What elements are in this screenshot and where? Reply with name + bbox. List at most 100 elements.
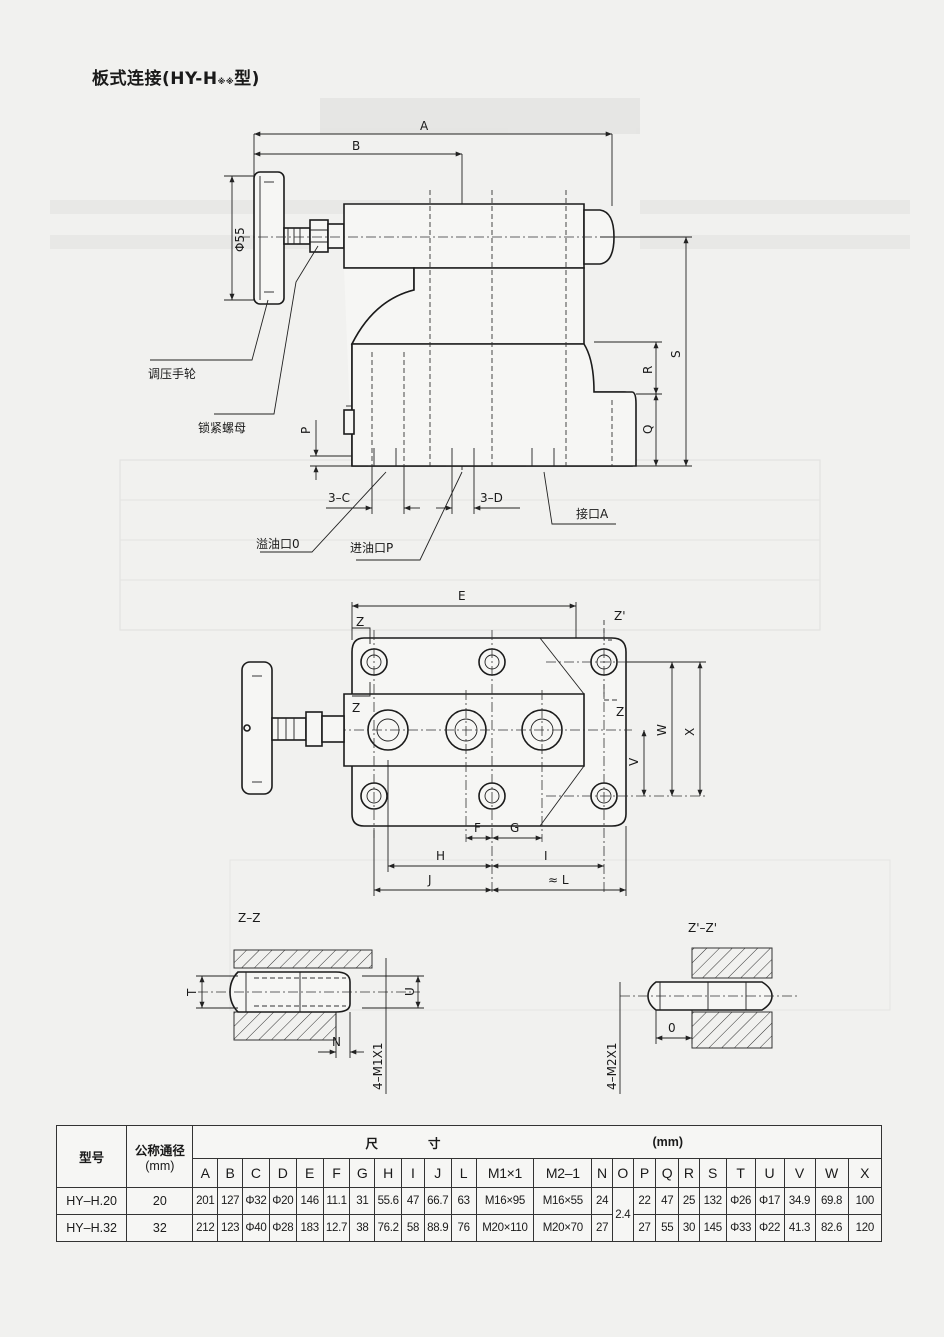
letter-cell: M1×1 xyxy=(475,1158,535,1188)
value-cell: 76.2 xyxy=(374,1214,403,1242)
value-cell: M20×70 xyxy=(533,1214,593,1242)
value-cell: 132 xyxy=(698,1187,727,1215)
value-cell: M20×110 xyxy=(475,1214,535,1242)
dim-l-label: ≈ L xyxy=(548,873,569,887)
bleed-through-shadow xyxy=(50,98,910,1011)
dim-r-label: R xyxy=(641,366,655,374)
mounting-holes xyxy=(360,648,618,810)
inlet-port-label: 进油口P xyxy=(350,541,393,555)
value-cell: 146 xyxy=(295,1187,324,1215)
lock-nut-shape xyxy=(309,219,329,253)
col-nominal-header: 公称通径(mm) xyxy=(126,1125,194,1188)
dim-3d-label: 3–D xyxy=(480,491,503,505)
nominal-cell: 20 xyxy=(126,1187,194,1215)
value-cell: 66.7 xyxy=(423,1187,452,1215)
col-dimension-header: 尺 寸 xyxy=(192,1125,613,1159)
value-cell: 145 xyxy=(698,1214,727,1242)
letter-cell: H xyxy=(374,1158,403,1188)
value-cell: 183 xyxy=(295,1214,324,1242)
value-cell: 30 xyxy=(678,1214,700,1242)
dim-3c-label: 3–C xyxy=(328,491,350,505)
value-cell: Φ33 xyxy=(725,1214,756,1242)
value-cell: 55.6 xyxy=(374,1187,403,1215)
value-cell: 82.6 xyxy=(814,1214,849,1242)
letter-cell: U xyxy=(754,1158,785,1188)
value-cell: Φ32 xyxy=(242,1187,270,1215)
value-cell: 76 xyxy=(450,1214,477,1242)
z-marker-bottom: Z xyxy=(352,701,360,715)
letter-cell: W xyxy=(814,1158,849,1188)
value-cell: 24 xyxy=(591,1187,613,1215)
handwheel-shape xyxy=(253,171,285,305)
value-cell: Φ40 xyxy=(242,1214,270,1242)
letter-cell: O xyxy=(611,1158,634,1188)
dim-t-label: T xyxy=(185,988,199,997)
nominal-cell: 32 xyxy=(126,1214,194,1242)
overflow-port-label: 溢油口0 xyxy=(256,537,300,551)
value-cell: 69.8 xyxy=(814,1187,849,1215)
letter-cell: C xyxy=(242,1158,270,1188)
dim-g-label: G xyxy=(510,821,519,835)
p-shared-cell: 2.4 xyxy=(611,1187,634,1242)
letter-cell: N xyxy=(591,1158,613,1188)
value-cell: 34.9 xyxy=(783,1187,816,1215)
value-cell: 123 xyxy=(217,1214,244,1242)
section-zz-title: Z–Z xyxy=(238,911,260,925)
dim-p-label: P xyxy=(299,427,313,434)
letter-cell: P xyxy=(632,1158,657,1188)
dim-q-label: Q xyxy=(641,425,655,434)
value-cell: 47 xyxy=(401,1187,425,1215)
value-cell: 120 xyxy=(847,1214,883,1242)
z-prime-marker-bottom: Z' xyxy=(616,705,628,719)
value-cell: 55 xyxy=(655,1214,680,1242)
value-cell: Φ28 xyxy=(268,1214,297,1242)
value-cell: Φ22 xyxy=(754,1214,785,1242)
letter-cell: R xyxy=(678,1158,700,1188)
col-dimension-unit: (mm) xyxy=(612,1125,883,1159)
value-cell: 201 xyxy=(192,1187,219,1215)
value-cell: M16×55 xyxy=(533,1187,593,1215)
value-cell: 100 xyxy=(847,1187,883,1215)
letter-cell: B xyxy=(217,1158,244,1188)
value-cell: 127 xyxy=(217,1187,244,1215)
dim-phi55-label: Φ55 xyxy=(233,227,247,252)
letter-cell: Q xyxy=(655,1158,680,1188)
value-cell: 12.7 xyxy=(322,1214,351,1242)
value-cell: 58 xyxy=(401,1214,425,1242)
value-cell: 11.1 xyxy=(322,1187,351,1215)
table-row: HY–H.20 20 201 127 Φ32 Φ20 146 11.1 31 5… xyxy=(55,1187,883,1242)
letter-cell: S xyxy=(698,1158,727,1188)
value-cell: 38 xyxy=(349,1214,376,1242)
letter-cell: G xyxy=(349,1158,376,1188)
value-cell: 27 xyxy=(632,1214,657,1242)
dim-e-label: E xyxy=(458,589,466,603)
letter-cell: I xyxy=(401,1158,425,1188)
dim-j-label: J xyxy=(427,873,432,887)
thread-m1-label: 4–M1X1 xyxy=(371,1043,385,1090)
letter-cell: A xyxy=(192,1158,219,1188)
model-cell: HY–H.20 xyxy=(55,1187,128,1215)
dim-v-label: V xyxy=(627,757,641,766)
letter-cell: L xyxy=(450,1158,477,1188)
value-cell: 31 xyxy=(349,1187,376,1215)
dim-n-label: N xyxy=(332,1035,341,1049)
letter-cell: X xyxy=(847,1158,883,1188)
dim-x-label: X xyxy=(683,728,697,736)
port-a-label: 接口A xyxy=(576,506,609,521)
value-cell: 63 xyxy=(450,1187,477,1215)
dim-i-label: I xyxy=(544,849,548,863)
letter-cell: E xyxy=(295,1158,324,1188)
section-zz-prime: Z'–Z' 0 4–M2X1 xyxy=(605,921,800,1094)
drawing-title: 板式连接(HY-H※※型) xyxy=(92,69,260,89)
top-view: E xyxy=(241,589,706,896)
col-model-header: 型号 xyxy=(55,1125,128,1188)
value-cell: 88.9 xyxy=(423,1214,452,1242)
dim-f-label: F xyxy=(474,821,481,835)
value-cell: M16×95 xyxy=(475,1187,535,1215)
value-cell: Φ20 xyxy=(268,1187,297,1215)
dim-h-label: H xyxy=(436,849,445,863)
dim-b-label: B xyxy=(352,139,360,153)
letter-cell: J xyxy=(423,1158,452,1188)
